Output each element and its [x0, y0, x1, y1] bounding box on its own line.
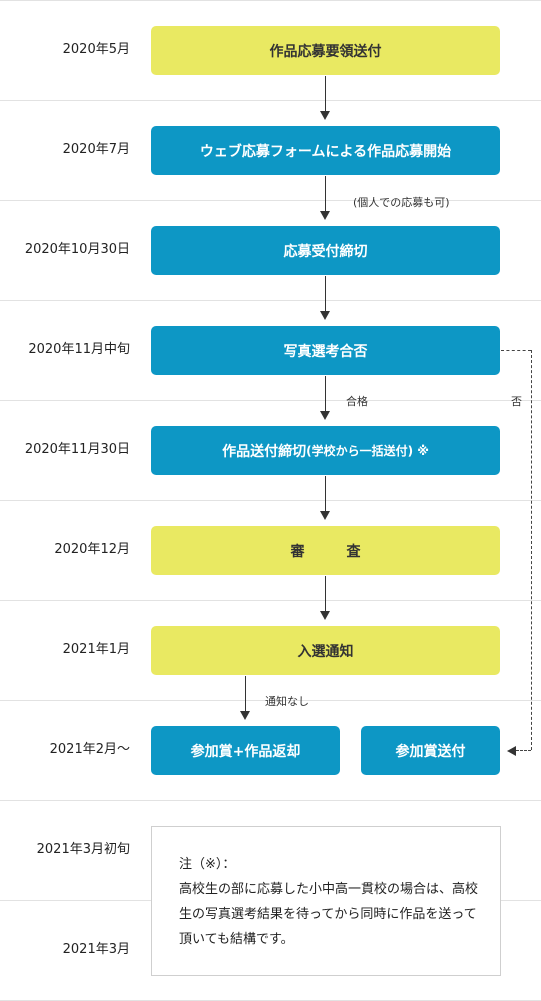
date-label: 2021年3月 [62, 942, 130, 957]
flow-line [325, 176, 326, 211]
arrow-left-icon [507, 746, 516, 756]
date-label: 2021年1月 [62, 642, 130, 657]
step-artwork-deadline-label: 作品送付締切 [222, 443, 307, 460]
step-web-entry-start: ウェブ応募フォームによる作品応募開始 [151, 126, 500, 175]
arrow-down-icon [240, 711, 250, 720]
arrow-down-icon [320, 611, 330, 620]
date-label: 2021年2月～ [49, 742, 130, 757]
step-entry-deadline: 応募受付締切 [151, 226, 500, 275]
flow-line [325, 476, 326, 511]
row-divider [0, 300, 541, 301]
flow-line [325, 276, 326, 311]
arrow-down-icon [320, 511, 330, 520]
flow-line [325, 576, 326, 611]
date-label: 2021年3月初旬 [36, 842, 130, 857]
fail-path-line [531, 350, 532, 750]
step-prize-and-return: 参加賞+作品返却 [151, 726, 340, 775]
fail-path-line [501, 350, 531, 351]
step-artwork-deadline: 作品送付締切(学校から一括送付) ※ [151, 426, 500, 475]
step-photo-screening: 写真選考合否 [151, 326, 500, 375]
note-title: 注（※）： [179, 857, 236, 872]
row-divider [0, 400, 541, 401]
pass-label: 合格 [346, 395, 368, 408]
arrow-down-icon [320, 111, 330, 120]
row-divider [0, 600, 541, 601]
individual-entry-label: (個人での応募も可) [353, 196, 450, 209]
row-divider [0, 500, 541, 501]
fail-label: 否 [511, 395, 522, 408]
row-divider [0, 700, 541, 701]
arrow-down-icon [320, 311, 330, 320]
row-divider [0, 100, 541, 101]
no-notice-label: 通知なし [265, 695, 309, 708]
step-guidelines-sent: 作品応募要領送付 [151, 26, 500, 75]
arrow-down-icon [320, 211, 330, 220]
note-box: 注（※）： 高校生の部に応募した小中高一貫校の場合は、高校生の写真選考結果を待っ… [151, 826, 501, 976]
step-artwork-deadline-note: (学校から一括送付) ※ [306, 444, 429, 458]
flow-line [325, 376, 326, 411]
step-winner-notice: 入選通知 [151, 626, 500, 675]
date-label: 2020年7月 [62, 142, 130, 157]
row-divider [0, 0, 541, 1]
date-label: 2020年11月30日 [24, 442, 130, 457]
date-label: 2020年10月30日 [24, 242, 130, 257]
date-label: 2020年11月中旬 [28, 342, 130, 357]
note-body: 高校生の部に応募した小中高一貫校の場合は、高校生の写真選考結果を待ってから同時に… [179, 882, 479, 947]
date-label: 2020年5月 [62, 42, 130, 57]
arrow-down-icon [320, 411, 330, 420]
step-prize-sent: 参加賞送付 [361, 726, 500, 775]
row-divider [0, 200, 541, 201]
date-label: 2020年12月 [54, 542, 130, 557]
flow-line [245, 676, 246, 711]
row-divider [0, 800, 541, 801]
flow-line [325, 76, 326, 111]
fail-path-line [516, 750, 531, 751]
step-judging: 審 査 [151, 526, 500, 575]
